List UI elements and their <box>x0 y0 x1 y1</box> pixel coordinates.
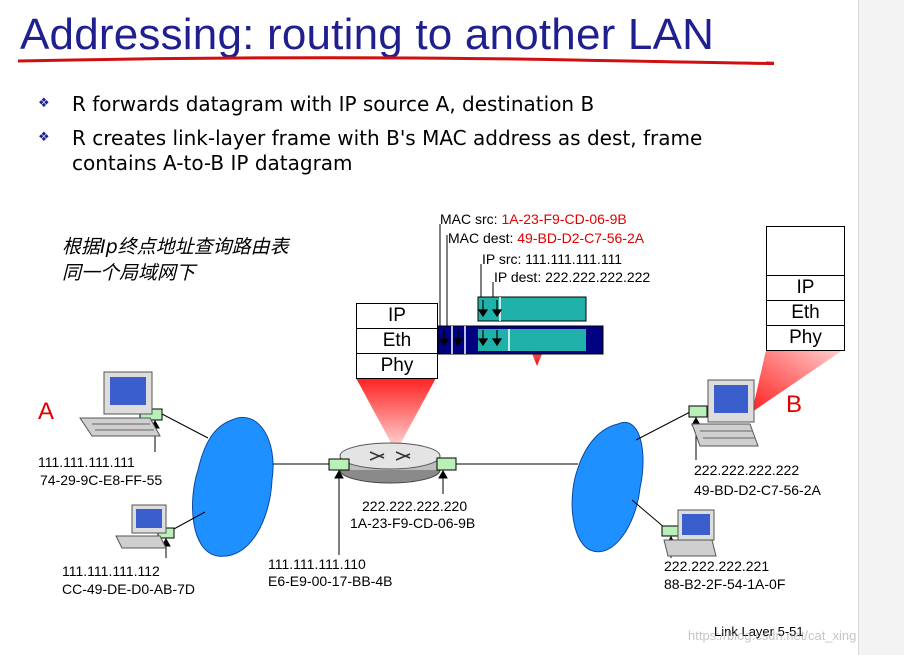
host-a-mac: 74-29-9C-E8-FF-55 <box>40 472 163 488</box>
mac-src-label: MAC src: 1A-23-F9-CD-06-9B <box>440 211 627 227</box>
host-221-mac: 88-B2-2F-54-1A-0F <box>664 576 786 592</box>
watermark: https://blog.csdn.net/cat_xing <box>688 628 857 643</box>
router-stack-ip: IP <box>388 305 406 326</box>
ip-dest-label: IP dest: 222.222.222.222 <box>494 269 651 285</box>
label-leaders <box>439 224 494 326</box>
host-a-computer-icon <box>79 371 161 437</box>
mac-src-caption: MAC src: <box>440 211 502 227</box>
host-a-ip: 111.111.111.111 <box>38 454 135 470</box>
router-left-mac: E6-E9-00-17-BB-4B <box>268 573 393 589</box>
host-b-stack-ip: IP <box>767 275 844 300</box>
mac-dest-value: 49-BD-D2-C7-56-2A <box>517 230 645 246</box>
router-beam <box>356 378 436 452</box>
bullet-2-line-2: contains A-to-B IP datagram <box>72 151 353 175</box>
right-scrollbar[interactable] <box>858 0 904 655</box>
host-b-mac: 49-BD-D2-C7-56-2A <box>694 482 821 498</box>
host-112-computer-icon <box>115 504 167 549</box>
router-icon <box>339 442 441 484</box>
host-a-letter: A <box>38 398 55 425</box>
bullet-1-text: R forwards datagram with IP source A, de… <box>72 92 595 116</box>
bullet-2: ❖ R creates link-layer frame with B's MA… <box>38 126 758 175</box>
host-b-computer-icon <box>691 379 759 447</box>
bullet-mark-icon: ❖ <box>38 96 50 111</box>
mac-dest-label: MAC dest: 49-BD-D2-C7-56-2A <box>448 230 644 246</box>
annotation-line-2: 同一个局域网下 <box>62 262 196 284</box>
frame-arrows <box>438 300 503 347</box>
slide-title: Addressing: routing to another LAN <box>20 10 715 59</box>
bullet-1: ❖ R forwards datagram with IP source A, … <box>38 92 738 116</box>
router-stack-phy: Phy <box>357 353 437 378</box>
link-frame <box>437 325 604 355</box>
host-b-stack-eth: Eth <box>767 300 844 325</box>
host-221-computer-icon <box>663 509 717 557</box>
title-underline <box>17 56 774 66</box>
bullet-mark-icon: ❖ <box>38 130 50 145</box>
annotation-line-1: 根据Ip终点地址查询路由表 <box>62 236 289 258</box>
datagram-top <box>477 296 587 322</box>
host-b-beam <box>752 350 843 412</box>
left-lan-cloud <box>192 417 274 557</box>
host-221-ip: 222.222.222.221 <box>664 558 770 574</box>
host-112-mac: CC-49-DE-D0-AB-7D <box>62 581 196 597</box>
links <box>161 411 691 531</box>
router-left-ip: 111.111.111.110 <box>268 556 366 572</box>
host-b-protocol-stack: IP Eth Phy <box>766 226 845 351</box>
router-right-mac: 1A-23-F9-CD-06-9B <box>350 515 476 531</box>
router-stack-eth: Eth <box>357 328 437 353</box>
network-diagram <box>79 224 843 558</box>
ip-src-label: IP src: 111.111.111.111 <box>482 251 623 267</box>
host-b-letter: B <box>786 391 803 418</box>
router-protocol-stack: IP Eth Phy <box>356 303 438 379</box>
host-b-stack-app <box>767 227 844 275</box>
host-b-ip: 222.222.222.222 <box>694 462 800 478</box>
host-112-ip: 111.111.111.112 <box>62 563 160 579</box>
router-right-ip: 222.222.222.220 <box>362 498 468 514</box>
slide-footer: Link Layer 5-51 <box>714 624 804 639</box>
mac-dest-caption: MAC dest: <box>448 230 518 246</box>
right-lan-cloud <box>571 421 644 553</box>
mac-src-value: 1A-23-F9-CD-06-9B <box>501 211 627 227</box>
host-b-stack-phy: Phy <box>767 325 844 350</box>
bullet-2-line-1: R creates link-layer frame with B's MAC … <box>72 126 703 150</box>
